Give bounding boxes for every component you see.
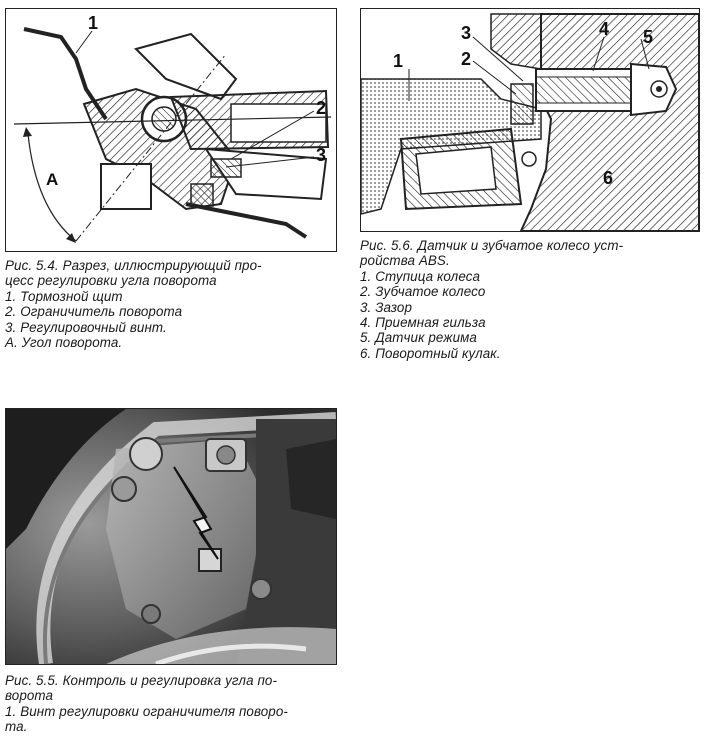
fig55-caption-title-1: Рис. 5.5. Контроль и регулировка угла по… — [5, 673, 278, 688]
figure-5-5-svg — [6, 409, 336, 664]
fig56-label-6: 6 — [603, 168, 613, 188]
fig54-label-1: 1 — [88, 13, 98, 33]
fig56-label-2: 2 — [461, 49, 471, 69]
fig56-caption-item: 3. Зазор — [360, 299, 413, 315]
fig54-label-3: 3 — [316, 145, 326, 165]
figure-5-6-caption: Рис. 5.6. Датчик и зубчатое колесо уст- … — [360, 238, 623, 361]
fig56-caption-item: 5. Датчик режима — [360, 330, 477, 346]
fig54-label-2: 2 — [316, 98, 326, 118]
fig55-caption-title-2: ворота — [5, 688, 54, 704]
figure-5-4-svg: 1 2 3 A — [13, 13, 332, 243]
fig54-caption-title-2: цесс регулировки угла поворота — [5, 273, 217, 289]
fig56-label-5: 5 — [643, 27, 653, 47]
figure-5-4-drawing: 1 2 3 A — [5, 8, 337, 252]
figure-5-6-svg: 3 2 4 5 1 6 — [361, 13, 699, 231]
fig54-caption-item: 1. Тормозной щит — [5, 288, 123, 304]
fig54-caption-item: 2. Ограничитель поворота — [5, 304, 183, 320]
fig54-caption-item: А. Угол поворота. — [5, 335, 123, 351]
figure-5-5-photo — [5, 408, 337, 665]
fig54-caption-item: 3. Регулировочный винт. — [5, 319, 167, 335]
fig56-label-1: 1 — [393, 51, 403, 71]
fig56-caption-title-2: ройства ABS. — [360, 253, 450, 269]
fig56-caption-item: 1. Ступица колеса — [360, 268, 481, 284]
fig54-caption-title-1: Рис. 5.4. Разрез, иллюстрирующий про- — [5, 258, 262, 273]
fig56-caption-item: 2. Зубчатое колесо — [360, 284, 486, 300]
figure-5-4-caption: Рис. 5.4. Разрез, иллюстрирующий про- це… — [5, 258, 262, 350]
fig56-label-4: 4 — [599, 19, 609, 39]
fig56-label-3: 3 — [461, 23, 471, 43]
figure-5-5-caption: Рис. 5.5. Контроль и регулировка угла по… — [5, 673, 288, 735]
fig56-caption-item: 6. Поворотный кулак. — [360, 345, 501, 361]
fig56-caption-title-1: Рис. 5.6. Датчик и зубчатое колесо уст- — [360, 238, 624, 253]
fig55-caption-item: та. — [5, 719, 28, 735]
fig54-label-a: A — [46, 170, 58, 189]
fig55-caption-item: 1. Винт регулировки ограничителя поворо- — [5, 703, 288, 719]
fig56-caption-item: 4. Приемная гильза — [360, 315, 486, 331]
figure-5-6-drawing: 3 2 4 5 1 6 — [360, 8, 700, 232]
